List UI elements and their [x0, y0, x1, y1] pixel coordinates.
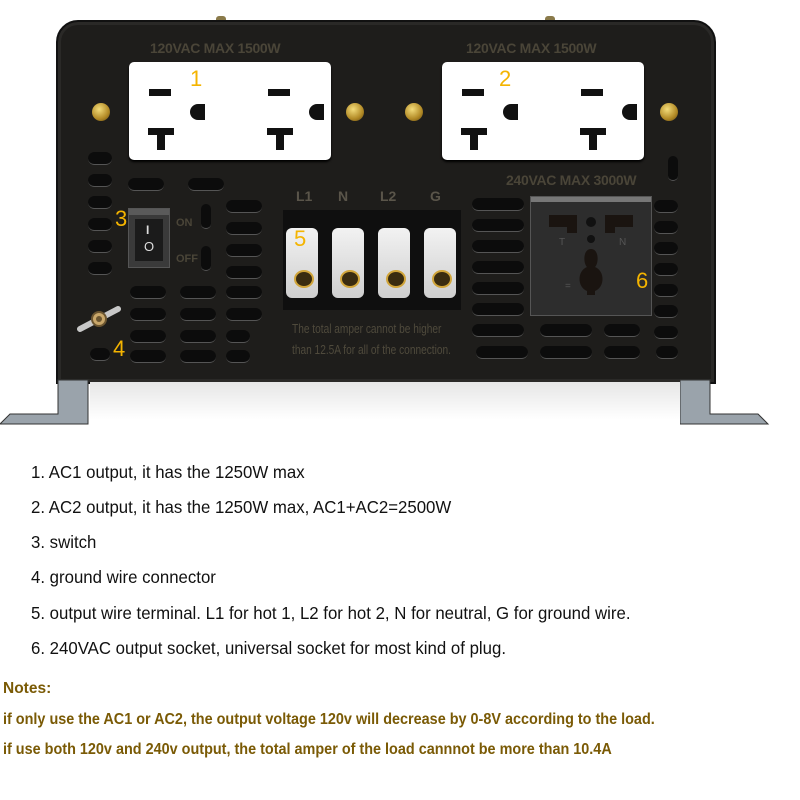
vent: [226, 266, 262, 279]
vent: [472, 324, 524, 337]
outlet2-rating: 120VAC MAX 1500W: [466, 40, 597, 56]
terminal-l1[interactable]: [286, 228, 318, 298]
callout-3: 3: [115, 206, 128, 231]
vent: [88, 218, 112, 231]
vent: [472, 282, 524, 295]
socket-label-t: T: [559, 237, 566, 248]
vent: [604, 346, 640, 359]
legend-item: 3. switch: [31, 532, 97, 552]
vent: [472, 261, 524, 274]
vent: [226, 308, 262, 321]
vent: [180, 350, 216, 363]
callout-6: 6: [636, 268, 649, 293]
vent: [130, 330, 166, 343]
vent: [180, 286, 216, 299]
vent: [226, 200, 262, 213]
terminal-l2[interactable]: [378, 228, 410, 298]
legend-item: 2. AC2 output, it has the 1250W max, AC1…: [31, 497, 452, 517]
vent: [654, 305, 678, 318]
vent: [226, 286, 262, 299]
outlet1-rating: 120VAC MAX 1500W: [150, 40, 281, 56]
vent: [130, 350, 166, 363]
vent: [654, 326, 678, 339]
vent: [90, 348, 110, 361]
vent: [88, 196, 112, 209]
vent: [128, 178, 164, 191]
screw-icon: [405, 103, 423, 121]
vent: [201, 246, 211, 271]
outlet3-rating: 240VAC MAX 3000W: [506, 172, 637, 188]
terminal-label-l1: L1: [296, 188, 313, 204]
legend-item: 4. ground wire connector: [31, 567, 216, 587]
vent: [188, 178, 224, 191]
ground-wing-nut[interactable]: [76, 305, 122, 333]
vent: [604, 324, 640, 337]
note-line: if use both 120v and 240v output, the to…: [3, 741, 612, 758]
terminal-g[interactable]: [424, 228, 456, 298]
vent: [130, 308, 166, 321]
callout-2: 2: [499, 66, 512, 91]
shadow: [90, 382, 680, 420]
vent: [130, 286, 166, 299]
vent: [88, 240, 112, 253]
socket-label-n: N: [619, 237, 627, 248]
vent: [654, 221, 678, 234]
callout-1: 1: [190, 66, 203, 91]
terminal-label-n: N: [338, 188, 349, 204]
power-switch[interactable]: I O: [128, 208, 170, 268]
vent: [226, 244, 262, 257]
mounting-foot-right: [679, 378, 790, 428]
vent: [472, 198, 524, 211]
terminal-label-g: G: [430, 188, 441, 204]
vent: [472, 303, 524, 316]
switch-off-symbol: O: [144, 239, 155, 254]
legend-item: 6. 240VAC output socket, universal socke…: [31, 638, 507, 658]
vent: [226, 222, 262, 235]
callout-4: 4: [113, 336, 126, 361]
terminal-warning-line2: than 12.5A for all of the connection.: [292, 342, 451, 357]
terminal-label-l2: L2: [380, 188, 397, 204]
vent: [88, 174, 112, 187]
universal-240v-socket[interactable]: T N =: [530, 196, 652, 316]
vent: [180, 308, 216, 321]
vent: [88, 262, 112, 275]
vent: [226, 350, 250, 363]
ac1-outlet[interactable]: 1: [129, 62, 331, 160]
vent: [654, 263, 678, 276]
vent: [654, 284, 678, 297]
note-line: if only use the AC1 or AC2, the output v…: [3, 711, 655, 728]
vent: [668, 156, 678, 181]
vent: [472, 240, 524, 253]
vent: [180, 330, 216, 343]
legend-item: 5. output wire terminal. L1 for hot 1, L…: [31, 603, 631, 623]
vent: [656, 346, 678, 359]
switch-off-label: OFF: [176, 253, 198, 265]
vent: [654, 242, 678, 255]
mounting-foot-left: [0, 378, 100, 428]
legend-item: 1. AC1 output, it has the 1250W max: [31, 462, 305, 482]
screw-icon: [92, 103, 110, 121]
vent: [88, 152, 112, 165]
socket-label-ground: =: [565, 281, 571, 292]
screw-icon: [346, 103, 364, 121]
ac2-outlet[interactable]: 2: [442, 62, 644, 160]
terminal-n[interactable]: [332, 228, 364, 298]
vent: [201, 204, 211, 229]
vent: [540, 346, 592, 359]
switch-on-label: ON: [176, 217, 193, 229]
vent: [476, 346, 528, 359]
callout-5: 5: [294, 226, 307, 251]
vent: [540, 324, 592, 337]
vent: [226, 330, 250, 343]
switch-on-symbol: I: [146, 223, 150, 237]
terminal-warning-line1: The total amper cannot be higher: [292, 321, 442, 336]
notes-title: Notes:: [3, 680, 52, 697]
screw-icon: [660, 103, 678, 121]
vent: [654, 200, 678, 213]
vent: [472, 219, 524, 232]
